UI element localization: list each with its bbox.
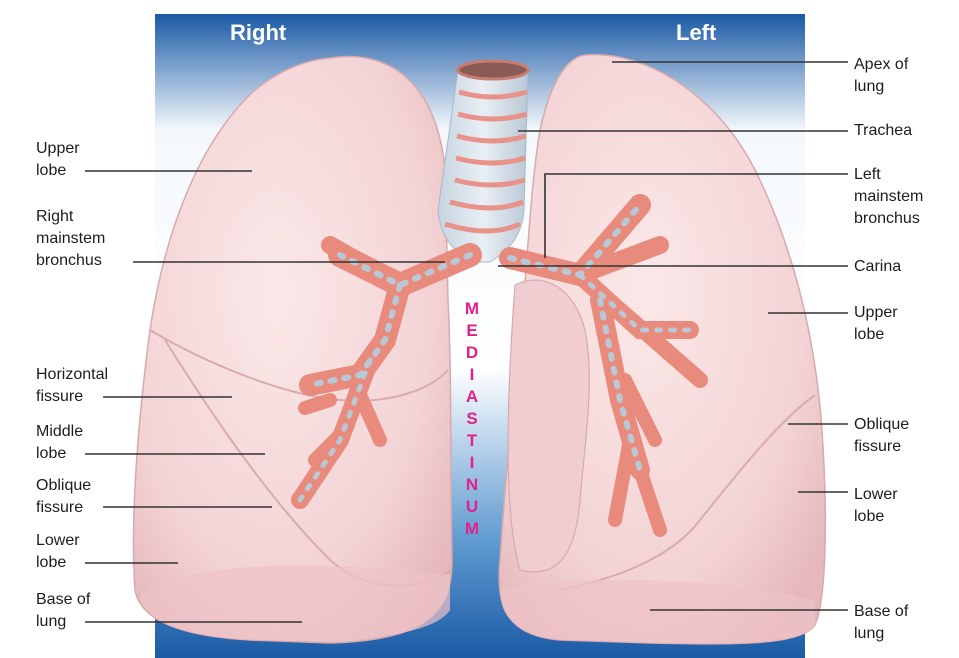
label-left-upper-lobe: Upper lobe <box>854 302 898 346</box>
label-horizontal-fissure: Horizontal fissure <box>36 364 108 408</box>
label-line: Lower <box>36 530 80 552</box>
mediastinum-letter: D <box>458 342 486 364</box>
label-line: Oblique <box>854 414 909 436</box>
right-side-label: Right <box>230 20 286 46</box>
label-line: lung <box>36 611 90 633</box>
label-middle-lobe: Middle lobe <box>36 421 83 465</box>
label-line: Carina <box>854 256 901 278</box>
mediastinum-letter: I <box>458 452 486 474</box>
mediastinum-letter: S <box>458 408 486 430</box>
mediastinum-letter: A <box>458 386 486 408</box>
label-left-mainstem-bronchus: Left mainstem bronchus <box>854 164 923 230</box>
label-line: lobe <box>36 443 83 465</box>
label-line: Left <box>854 164 923 186</box>
label-line: lobe <box>36 160 80 182</box>
label-line: Right <box>36 206 105 228</box>
label-right-mainstem-bronchus: Right mainstem bronchus <box>36 206 105 272</box>
label-line: fissure <box>36 497 91 519</box>
label-line: fissure <box>854 436 909 458</box>
label-right-upper-lobe: Upper lobe <box>36 138 80 182</box>
label-carina: Carina <box>854 256 901 278</box>
mediastinum-letter: M <box>458 518 486 540</box>
label-right-lower-lobe: Lower lobe <box>36 530 80 574</box>
label-line: lung <box>854 76 908 98</box>
left-side-label: Left <box>676 20 716 46</box>
mediastinum-letter: N <box>458 474 486 496</box>
label-line: lobe <box>36 552 80 574</box>
mediastinum-letter: E <box>458 320 486 342</box>
mediastinum-letter: T <box>458 430 486 452</box>
mediastinum-label: M E D I A S T I N U M <box>458 298 486 540</box>
label-left-lower-lobe: Lower lobe <box>854 484 898 528</box>
label-line: Apex of <box>854 54 908 76</box>
label-left-base-of-lung: Base of lung <box>854 601 908 645</box>
label-trachea: Trachea <box>854 120 912 142</box>
label-line: Upper <box>36 138 80 160</box>
label-left-oblique-fissure: Oblique fissure <box>854 414 909 458</box>
label-line: Base of <box>854 601 908 623</box>
label-line: Horizontal <box>36 364 108 386</box>
label-line: Base of <box>36 589 90 611</box>
label-line: Middle <box>36 421 83 443</box>
label-line: Lower <box>854 484 898 506</box>
label-line: mainstem <box>854 186 923 208</box>
label-line: lung <box>854 623 908 645</box>
label-line: lobe <box>854 506 898 528</box>
label-line: bronchus <box>36 250 105 272</box>
label-line: Oblique <box>36 475 91 497</box>
label-line: Upper <box>854 302 898 324</box>
mediastinum-letter: I <box>458 364 486 386</box>
label-right-oblique-fissure: Oblique fissure <box>36 475 91 519</box>
mediastinum-letter: M <box>458 298 486 320</box>
trachea-opening <box>458 61 528 79</box>
label-apex-of-lung: Apex of lung <box>854 54 908 98</box>
right-base-shade <box>140 565 450 640</box>
label-line: Trachea <box>854 120 912 142</box>
mediastinum-letter: U <box>458 496 486 518</box>
label-right-base-of-lung: Base of lung <box>36 589 90 633</box>
label-line: bronchus <box>854 208 923 230</box>
label-line: mainstem <box>36 228 105 250</box>
label-line: fissure <box>36 386 108 408</box>
label-line: lobe <box>854 324 898 346</box>
